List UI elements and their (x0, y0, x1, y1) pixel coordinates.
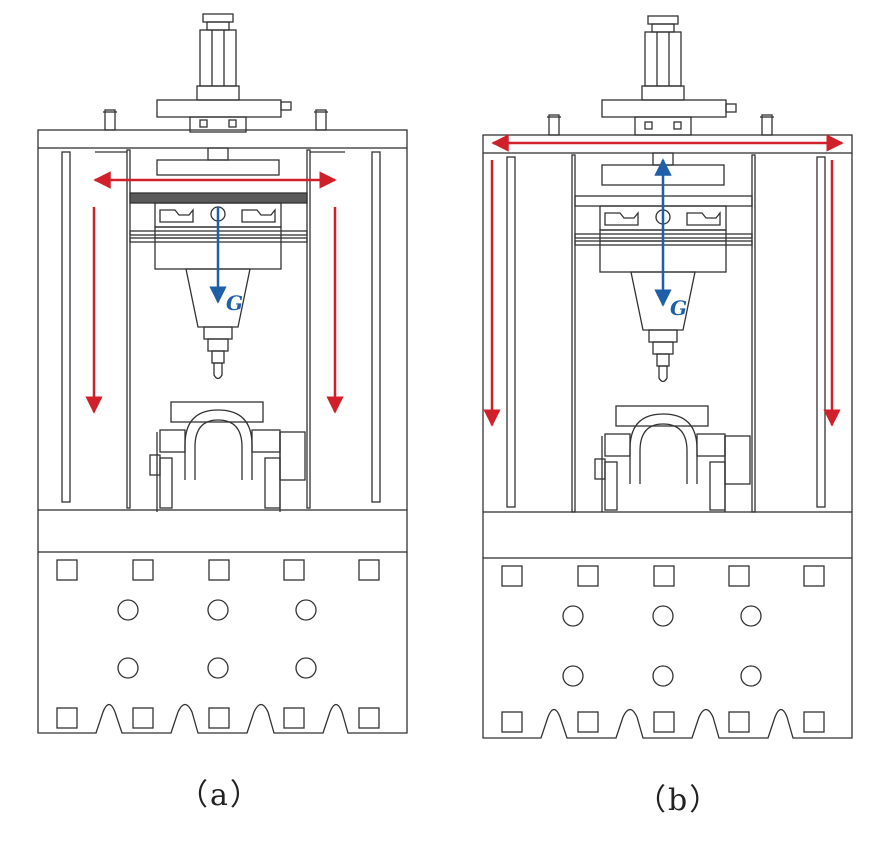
panel-b-machine (482, 15, 853, 739)
fixture-a (149, 401, 306, 512)
panel-b-caption: （b） (636, 783, 722, 818)
fixture-b (594, 405, 751, 512)
panel-a-machine (37, 13, 408, 734)
actuator-b (601, 15, 737, 136)
actuator-a (156, 13, 292, 133)
top-beam-a (37, 129, 408, 149)
panel-a-caption: （a） (178, 778, 262, 813)
gravity-label-b: G (670, 296, 687, 320)
gravity-label-a: G (226, 291, 243, 315)
